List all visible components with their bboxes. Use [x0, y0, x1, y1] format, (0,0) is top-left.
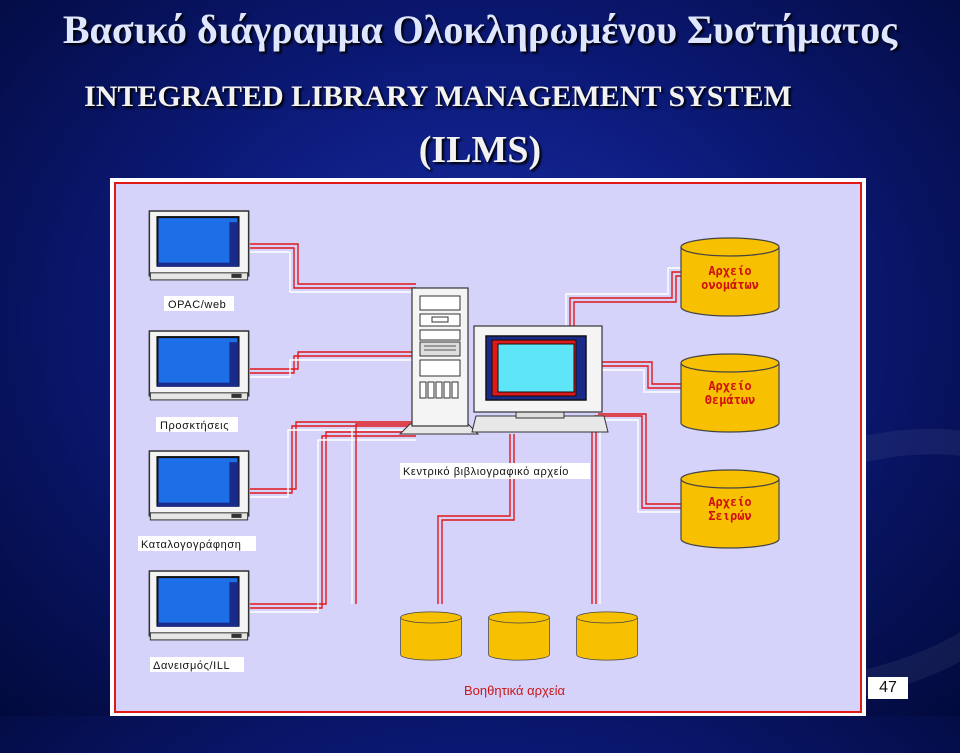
slide-title-greek: Βασικό διάγραμμα Ολοκληρωμένου Συστήματο…: [62, 7, 898, 52]
database-cylinder-icon: [576, 611, 638, 661]
workstation-links: [250, 243, 416, 609]
database-links: [355, 271, 682, 604]
database-subjects: Αρχείο Θεμάτων: [680, 353, 780, 433]
central-server: [398, 287, 609, 435]
workstation-acquisitions: Προσκτήσεις: [148, 330, 250, 432]
monitor-icon: [148, 450, 250, 521]
central-label-bg: [400, 463, 590, 479]
database-label: Θεμάτων: [705, 393, 756, 407]
database-label: Αρχείο: [708, 379, 751, 393]
monitor-icon: [148, 570, 250, 641]
workstation-circulation: Δανεισμός/ILL: [148, 570, 250, 672]
database-links-light: [351, 267, 682, 604]
workstation-label: Καταλογογράφηση: [141, 539, 241, 551]
workstation-cataloguing: Καταλογογράφηση: [138, 450, 256, 551]
workstation-label: OPAC/web: [168, 299, 226, 311]
workstation-links-light: [250, 251, 416, 613]
page-number: 47: [868, 677, 908, 699]
ilms-diagram: OPAC/web Προσκτήσεις Καταλογογράφηση Δαν…: [138, 210, 780, 672]
database-series: Αρχείο Σειρών: [680, 469, 780, 549]
database-label: ονομάτων: [701, 278, 759, 292]
server-tower-icon: [411, 287, 469, 427]
central-terminal-monitor: [471, 325, 609, 433]
slide-title-english: INTEGRATED LIBRARY MANAGEMENT SYSTEM: [84, 80, 792, 113]
monitor-icon: [148, 210, 250, 281]
monitor-icon: [148, 330, 250, 401]
database-names: Αρχείο ονομάτων: [680, 237, 780, 317]
database-label: Σειρών: [708, 509, 751, 523]
auxiliary-files-label: Βοηθητικά αρχεία: [464, 683, 566, 698]
database-cylinder-icon: [488, 611, 550, 661]
workstation-label: Προσκτήσεις: [160, 420, 229, 432]
database-label: Αρχείο: [708, 264, 751, 278]
database-label: Αρχείο: [708, 495, 751, 509]
database-cylinder-icon: [400, 611, 462, 661]
diagram-panel: OPAC/web Προσκτήσεις Καταλογογράφηση Δαν…: [114, 182, 862, 713]
workstation-label: Δανεισμός/ILL: [153, 660, 230, 672]
auxiliary-databases: [400, 611, 638, 661]
workstation-opac: OPAC/web: [148, 210, 250, 311]
central-archive-label: Κεντρικό βιβλιογραφικό αρχείο: [403, 466, 569, 478]
slide-title-acronym: (ILMS): [418, 129, 542, 171]
